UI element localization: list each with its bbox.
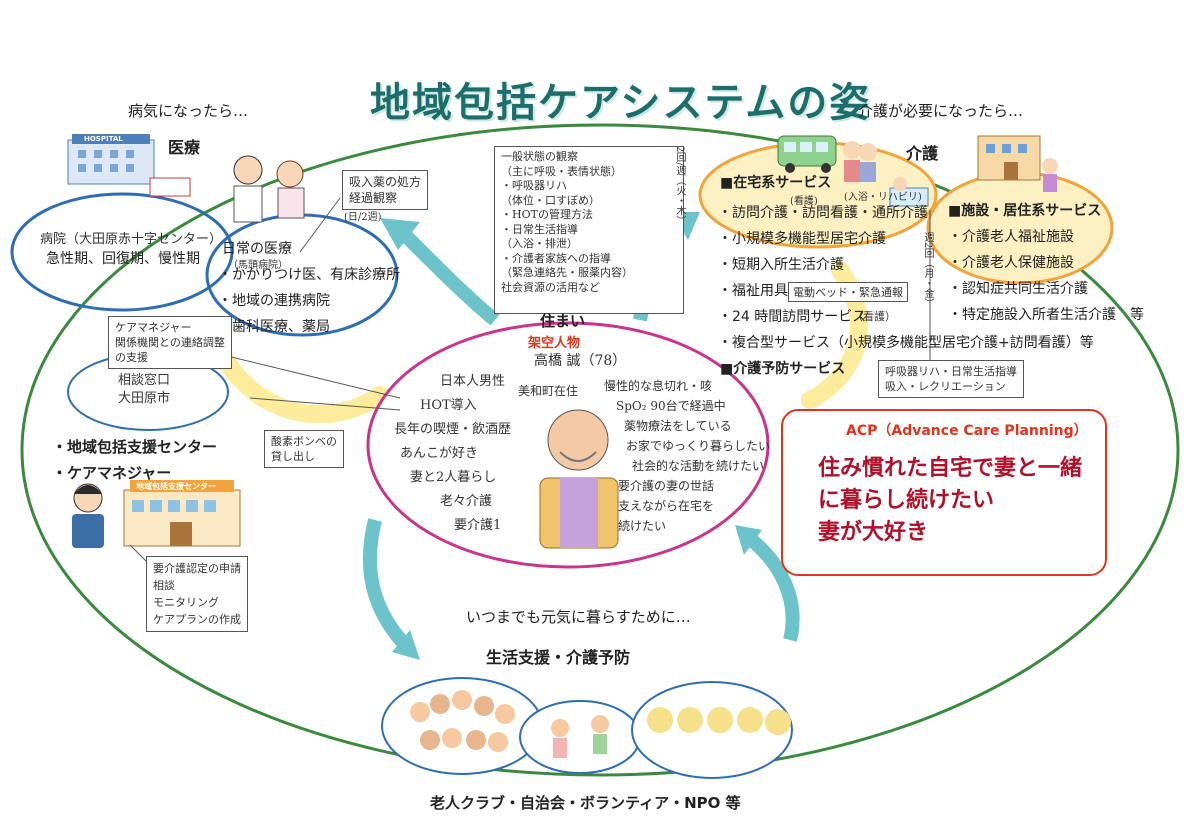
community-ellipse-middle <box>519 700 641 774</box>
life-support-caption: いつまでも元気に暮らすために… <box>466 608 691 626</box>
acp-body: 住み慣れた自宅で妻と一緒 に暮らし続けたい 妻が大好き <box>818 455 1083 545</box>
hospital-phase: 急性期、回復期、慢性期 <box>46 251 200 267</box>
support-item: ・地域包括支援センター <box>52 438 218 456</box>
daily-care-item: ・歯科医療、薬局 <box>218 319 330 335</box>
welfare-note: 電動ベッド・緊急通報 <box>788 282 908 302</box>
persona-name: 高橋 誠（78） <box>534 353 627 369</box>
daily-care-item: ・かかりつけ医、有床診療所 <box>218 267 401 283</box>
persona-notes-left: 日本人男性 HOT導入 長年の喫煙・飲酒歴 あんこが好き 妻と2人暮らし 老々介… <box>394 374 512 533</box>
inhaler-note: 吸入薬の処方 経過観察 <box>342 170 429 210</box>
rental-note: 酸素ボンベの 貸し出し <box>264 430 344 468</box>
facility-item: ・介護老人福祉施設 <box>948 229 1074 245</box>
home-service-item: ・短期入所生活介護 <box>718 257 844 273</box>
home-caption: 住まい <box>540 312 586 330</box>
daily-care-item: ・地域の連携病院 <box>218 293 330 309</box>
persona-label: 架空人物 <box>528 336 581 351</box>
swirl-arc-left <box>206 331 389 424</box>
arrow-life-to-home <box>740 529 800 642</box>
community-footer: 老人クラブ・自治会・ボランティア・NPO 等 <box>430 794 741 812</box>
facility-item: ・介護老人保健施設 <box>948 255 1074 271</box>
care-bus-illustration <box>777 135 877 182</box>
home-service-item: ・小規模多機能型居宅介護 <box>718 231 886 247</box>
persona-notes-top: 美和町在住 <box>518 384 579 398</box>
visit-notes: 一般状態の観察 （主に呼吸・表情状態） ・呼吸器リハ （体位・口すぼめ） ・HO… <box>494 146 684 314</box>
outer-ellipse <box>20 123 1180 777</box>
prevention-title: ■介護予防サービス <box>720 361 846 377</box>
community-people-left <box>410 690 515 752</box>
hospital-label: 病院（大田原赤十字センター） <box>40 232 223 247</box>
arrow-home-to-medical <box>395 225 500 326</box>
community-people-right <box>647 707 791 735</box>
arrow-head-medical <box>380 218 420 250</box>
facility-item: ・認知症共同生活介護 <box>948 281 1088 297</box>
facility-item: ・特定施設入所者生活介護 等 <box>948 307 1144 323</box>
support-item: ・ケアマネジャー <box>52 464 172 482</box>
page-title: 地域包括ケアシステムの姿 <box>370 80 872 126</box>
home-service-item: ・24 時間訪問サービス <box>718 309 867 325</box>
home-care-bed-illustration <box>889 177 929 207</box>
persona-notes-right: 慢性的な息切れ・咳 SpO₂ 90台で経過中 薬物療法をしている お家でゆっくり… <box>604 379 771 533</box>
hospital-sign: HOSPITAL <box>84 135 123 143</box>
care-manager-illustration <box>72 483 104 548</box>
acp-title: ACP（Advance Care Planning） <box>846 423 1088 439</box>
arrow-home-to-life <box>362 518 415 655</box>
support-center-sign: 地域包括支援センター <box>136 482 216 491</box>
support-center-illustration <box>123 480 241 547</box>
home-service-item: ・福祉用具 <box>718 283 788 299</box>
daily-care-title: 日常の医療 <box>222 241 292 257</box>
inhaler-date: (日/2週) <box>344 212 382 223</box>
daily-visit-note: 呼吸器リハ・日常生活指導 吸入・レクリエーション <box>878 360 1024 398</box>
care-facility-illustration <box>977 135 1058 192</box>
facility-title: ■施設・居住系サービス <box>948 203 1102 219</box>
home-service-item: ・訪問介護・訪問看護・通所介護 <box>718 205 928 221</box>
daily-care-note: （馬頭病院） <box>228 260 288 271</box>
life-support-heading: 生活支援・介護予防 <box>486 648 631 667</box>
care-heading: 介護 <box>906 144 939 163</box>
doctor-nurse-illustration <box>233 155 305 223</box>
connector-support <box>249 397 401 411</box>
task-note: 要介護認定の申請 相談 モニタリング ケアプランの作成 <box>146 556 248 632</box>
care-caption: 介護が必要になったら… <box>858 102 1024 120</box>
medical-caption: 病気になったら… <box>128 102 249 120</box>
home-service-item: ・複合型サービス（小規模多機能型居宅介護+訪問看護）等 <box>718 335 1094 351</box>
hour24-note: （看護） <box>852 310 896 323</box>
home-note-left: (看護) <box>790 196 818 207</box>
weekday-note: 週2回（月・金） <box>922 232 933 309</box>
visit-notes-side: 2回/週（火・木） <box>674 146 685 226</box>
coord-note: ケアマネジャー 関係機関との連絡調整 の支援 <box>108 316 232 369</box>
arrow-head-life <box>392 630 420 660</box>
hospital-ellipse <box>10 192 234 312</box>
connector-inhaler <box>299 197 341 253</box>
support-ellipse-note: 相談窓口 大田原市 <box>118 373 171 406</box>
acp-box <box>781 409 1107 576</box>
hospital-building-illustration <box>67 134 191 197</box>
arrow-head-home <box>735 525 762 555</box>
home-service-title: ■在宅系サービス <box>720 175 832 191</box>
medical-heading: 医療 <box>168 138 201 157</box>
home-note-right: (入浴・リハビリ) <box>844 192 922 203</box>
elderly-man-illustration <box>539 409 619 549</box>
community-people-middle <box>551 715 609 758</box>
